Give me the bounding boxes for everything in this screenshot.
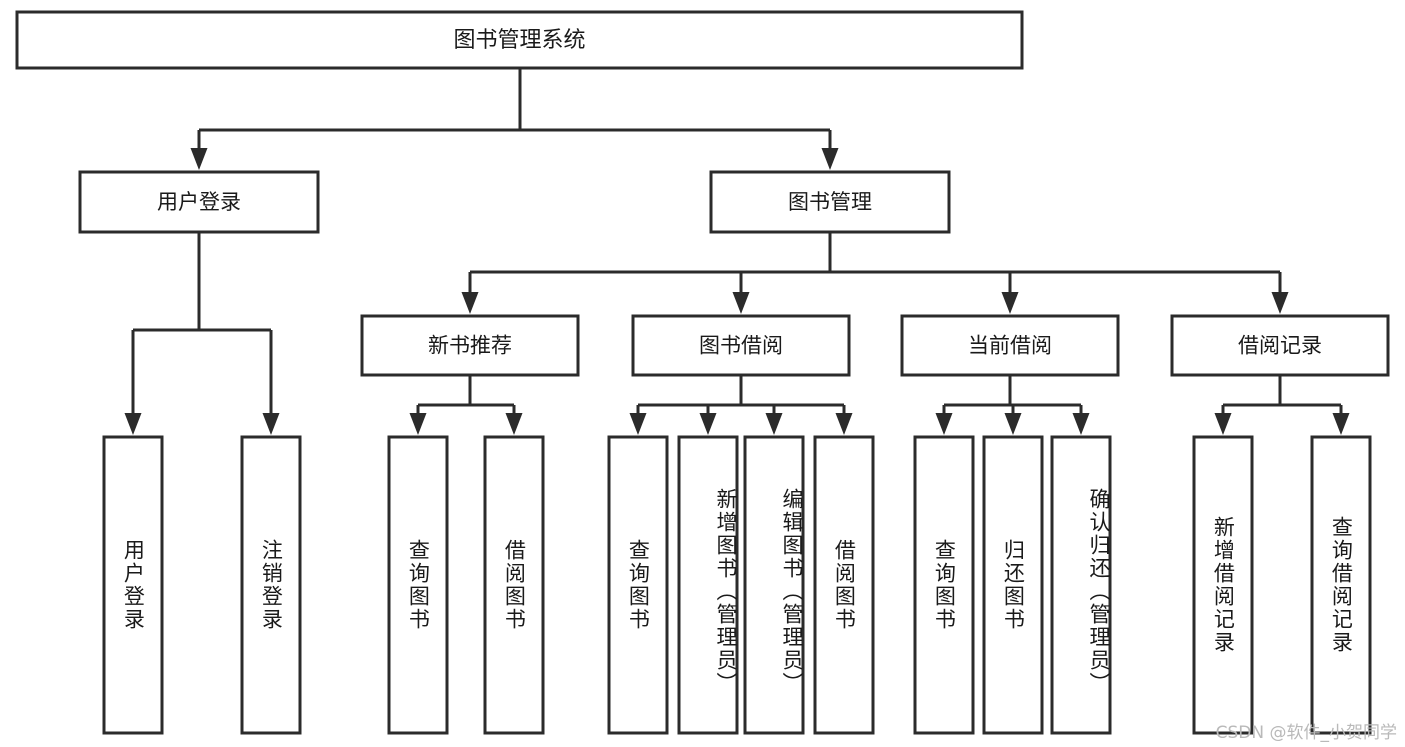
arrowhead-icon xyxy=(190,148,208,170)
node-box-leaf-user-login[interactable] xyxy=(102,435,164,735)
arrowhead-icon xyxy=(629,413,647,435)
arrowhead-icon xyxy=(1214,413,1232,435)
node-box-leaf-query-book-2[interactable] xyxy=(607,435,669,735)
node-label-borrow-record: 借阅记录 xyxy=(1238,334,1322,358)
arrowhead-icon xyxy=(409,413,427,435)
node-label-user-login: 用户登录 xyxy=(157,190,241,214)
connector-group-borrow-record xyxy=(1214,375,1350,435)
node-box-leaf-return-book[interactable] xyxy=(982,435,1044,735)
node-box-leaf-edit-book[interactable] xyxy=(743,435,805,735)
node-box-borrow-record[interactable] xyxy=(1170,314,1390,377)
arrowhead-icon xyxy=(1271,292,1289,314)
node-box-leaf-query-book-3[interactable] xyxy=(913,435,975,735)
node-box-leaf-borrow-book-1[interactable] xyxy=(483,435,545,735)
arrowhead-icon xyxy=(1001,292,1019,314)
node-box-leaf-borrow-book-2[interactable] xyxy=(813,435,875,735)
connector-group-root xyxy=(190,68,839,170)
arrowhead-icon xyxy=(835,413,853,435)
node-label-book-manage: 图书管理 xyxy=(788,190,872,214)
node-box-book-manage[interactable] xyxy=(709,170,951,234)
arrowhead-icon xyxy=(1004,413,1022,435)
node-box-leaf-add-record[interactable] xyxy=(1192,435,1254,735)
node-label-book-borrow: 图书借阅 xyxy=(699,334,783,358)
connector-group-current-borrow xyxy=(935,375,1090,435)
arrowhead-icon xyxy=(732,292,750,314)
node-box-leaf-confirm-return[interactable] xyxy=(1050,435,1112,735)
arrowhead-icon xyxy=(821,148,839,170)
arrowhead-icon xyxy=(124,413,142,435)
connector-group-book-borrow xyxy=(629,375,853,435)
connector-group-user-login xyxy=(124,232,280,435)
arrowhead-icon xyxy=(1332,413,1350,435)
arrowhead-icon xyxy=(1072,413,1090,435)
connector-group-book-manage xyxy=(461,232,1289,314)
arrowhead-icon xyxy=(699,413,717,435)
node-box-root[interactable] xyxy=(15,10,1024,70)
node-box-leaf-query-record[interactable] xyxy=(1310,435,1372,735)
arrowhead-icon xyxy=(262,413,280,435)
node-box-leaf-add-book[interactable] xyxy=(677,435,739,735)
node-label-new-book-rec: 新书推荐 xyxy=(428,334,512,358)
connector-group-new-book-rec xyxy=(409,375,523,435)
node-box-user-login[interactable] xyxy=(78,170,320,234)
arrowhead-icon xyxy=(461,292,479,314)
node-box-new-book-rec[interactable] xyxy=(360,314,580,377)
arrowhead-icon xyxy=(765,413,783,435)
connector-layer xyxy=(124,68,1350,435)
arrowhead-icon xyxy=(505,413,523,435)
node-box-leaf-logout[interactable] xyxy=(240,435,302,735)
node-label-root: 图书管理系统 xyxy=(453,28,585,53)
node-box-book-borrow[interactable] xyxy=(631,314,851,377)
node-label-current-borrow: 当前借阅 xyxy=(968,334,1052,358)
node-box-current-borrow[interactable] xyxy=(900,314,1120,377)
node-box-leaf-query-book-1[interactable] xyxy=(387,435,449,735)
arrowhead-icon xyxy=(935,413,953,435)
